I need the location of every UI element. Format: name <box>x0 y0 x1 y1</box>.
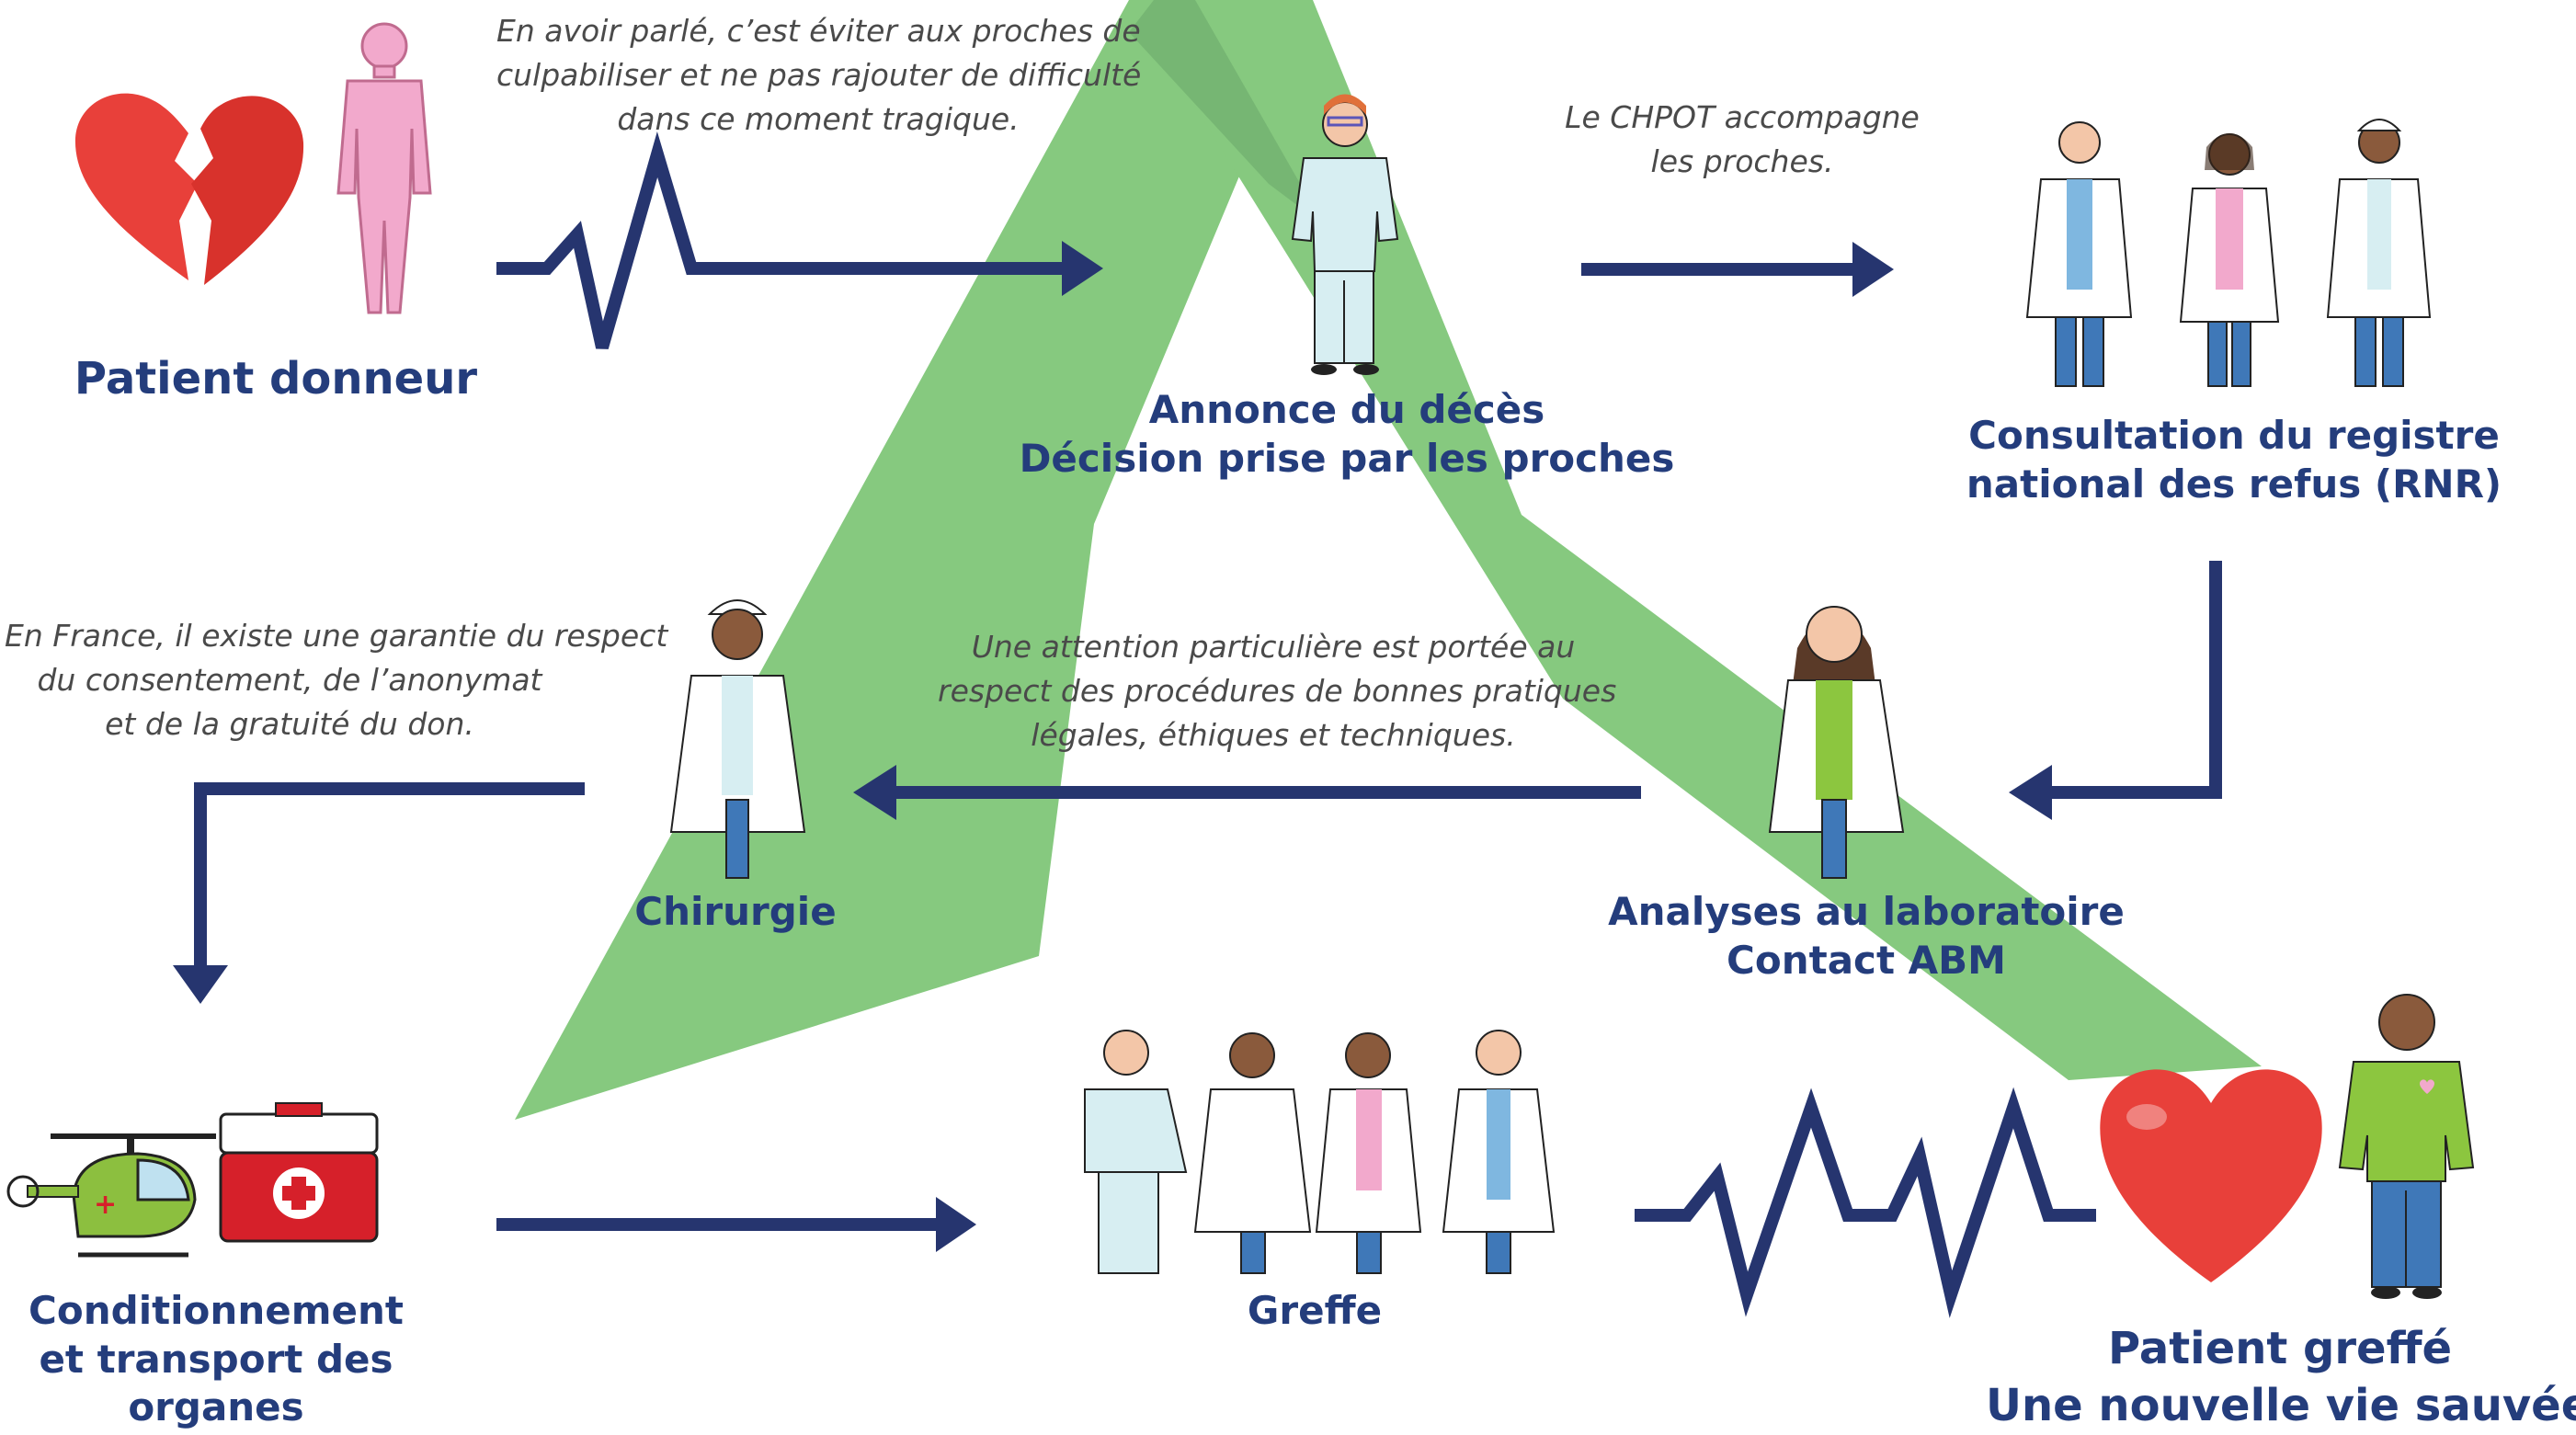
arrow-head <box>936 1197 976 1252</box>
recipient-person-icon <box>2338 994 2475 1299</box>
step-label-lab: Analyses au laboratoire Contact ABM <box>1608 889 2125 983</box>
green-ribbon-icon <box>515 0 2262 1120</box>
svg-text:+: + <box>94 1189 117 1221</box>
broken-heart-icon <box>74 93 304 285</box>
lab-doctor-icon <box>1768 606 1905 879</box>
doctor-team-icon <box>2025 119 2432 387</box>
heartbeat-graft-to-recipient <box>1635 1087 2096 1318</box>
doctor-icon <box>1442 1030 1556 1274</box>
ribbon-fold-shadow <box>1129 0 1324 225</box>
arrow-head <box>1062 241 1103 296</box>
ribbon-right-leg <box>1129 0 2262 1080</box>
ribbon-left-leg <box>515 0 1313 1120</box>
doctor-icon <box>2025 121 2133 387</box>
arrow-head <box>2009 765 2052 820</box>
arrow-head <box>1852 242 1894 297</box>
note-death-to-registry: Le CHPOT accompagne les proches. <box>1565 99 1920 179</box>
doctor-icon <box>1193 1032 1312 1274</box>
arrow-surgery-to-transport <box>194 782 585 974</box>
step-label-recipient: Patient greffé Une nouvelle vie sauvée <box>1986 1323 2576 1432</box>
doctor-icon <box>1315 1032 1422 1274</box>
human-body-icon <box>336 22 432 314</box>
step-label-surgery: Chirurgie <box>634 889 837 934</box>
graft-team-icon <box>1084 1030 1556 1274</box>
doctor-icon <box>1084 1030 1188 1274</box>
step-label-donor: Patient donneur <box>74 353 478 404</box>
step-label-death: Annonce du décès Décision prise par les … <box>1019 387 1675 481</box>
surgeon-icon <box>669 599 806 879</box>
arrow-donor-to-death <box>496 131 1076 349</box>
step-label-graft: Greffe <box>1247 1288 1383 1333</box>
arrow-head <box>173 965 228 1004</box>
note-france: En France, il existe une garantie du res… <box>5 618 668 742</box>
arrow-head <box>853 765 896 820</box>
step-label-transport: Conditionnement et transport des organes <box>28 1288 404 1429</box>
medical-cooler-icon <box>219 1102 379 1243</box>
note-donor-to-death: En avoir parlé, c’est éviter aux proches… <box>496 13 1142 137</box>
note-lab-to-surgery: Une attention particulière est portée au… <box>938 629 1617 753</box>
doctor-icon <box>2179 133 2280 387</box>
arrow-registry-to-lab <box>2043 561 2222 799</box>
step-label-registry: Consultation du registre national des re… <box>1966 413 2502 507</box>
heart-icon <box>2100 1069 2322 1282</box>
helicopter-icon: + <box>6 1133 216 1258</box>
doctor-scrubs-icon <box>1291 94 1399 375</box>
doctor-icon <box>2326 119 2432 387</box>
